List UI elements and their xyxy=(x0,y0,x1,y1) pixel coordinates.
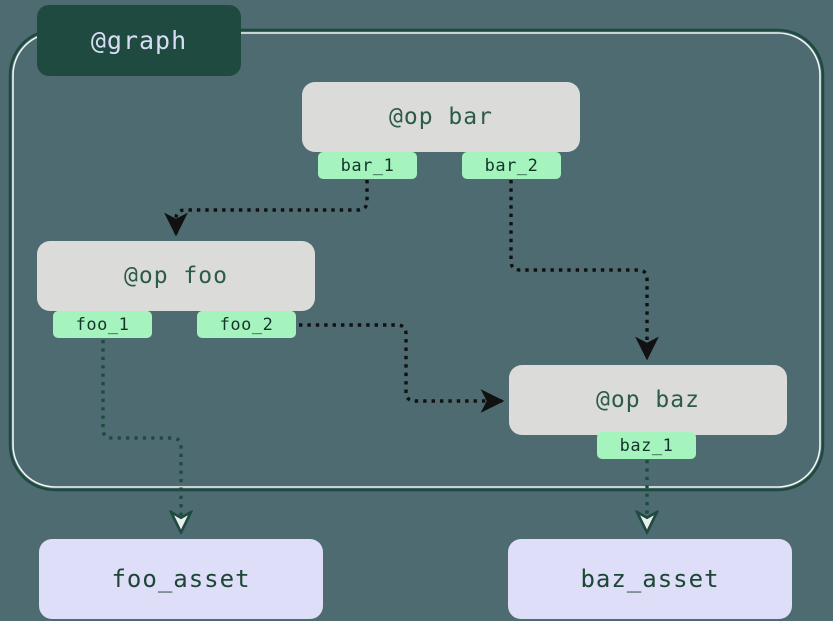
asset-node-label: foo_asset xyxy=(111,565,251,593)
op-node-foo[interactable]: @op foo xyxy=(37,241,315,311)
port-label: bar_2 xyxy=(484,155,539,176)
port-foo_1[interactable]: foo_1 xyxy=(53,311,152,338)
port-label: foo_1 xyxy=(75,314,130,335)
op-node-label: @op bar xyxy=(389,104,493,130)
graph-title-label: @graph xyxy=(90,26,188,55)
asset-node-baz_asset[interactable]: baz_asset xyxy=(508,539,792,619)
port-label: bar_1 xyxy=(340,155,395,176)
port-label: foo_2 xyxy=(219,314,274,335)
graph-border-outer xyxy=(8,28,825,492)
asset-node-foo_asset[interactable]: foo_asset xyxy=(39,539,323,619)
graph-title-chip: @graph xyxy=(37,5,241,76)
op-node-bar[interactable]: @op bar xyxy=(302,82,580,152)
graph-border-inner xyxy=(12,32,821,488)
asset-node-label: baz_asset xyxy=(580,565,720,593)
op-node-label: @op baz xyxy=(596,387,700,413)
op-node-baz[interactable]: @op baz xyxy=(509,365,787,435)
op-node-label: @op foo xyxy=(124,263,228,289)
port-bar_2[interactable]: bar_2 xyxy=(462,152,561,179)
port-label: baz_1 xyxy=(619,435,674,456)
port-bar_1[interactable]: bar_1 xyxy=(318,152,417,179)
port-foo_2[interactable]: foo_2 xyxy=(197,311,296,338)
port-baz_1[interactable]: baz_1 xyxy=(597,432,696,459)
